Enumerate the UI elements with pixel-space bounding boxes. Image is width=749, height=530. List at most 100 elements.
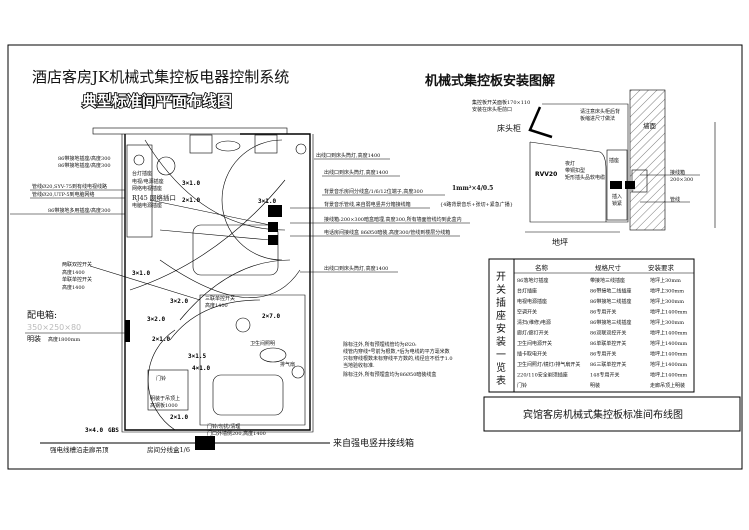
svg-text:两联双控开关: 两联双控开关 xyxy=(62,261,92,268)
svg-text:除标注外,所有预埋盒均为86Ø50暗装线盒: 除标注外,所有预埋盒均为86Ø50暗装线盒 xyxy=(343,371,436,378)
svg-text:安装要求: 安装要求 xyxy=(648,263,675,272)
svg-text:高钢板1000: 高钢板1000 xyxy=(150,402,178,409)
table-row: 门铃明装走廊吊顶上明装 xyxy=(517,382,685,389)
svg-text:3×1.0: 3×1.0 xyxy=(258,198,276,205)
table-cell: 地坪上1400mm xyxy=(650,340,687,347)
install-table: 开关插座安装一览表 名称 规格尺寸 安装要求 86落地灯插座带接地三线插座地坪上… xyxy=(488,258,695,393)
svg-text:高度1400: 高度1400 xyxy=(62,284,85,291)
svg-text:86带接地多用插座/高度300: 86带接地多用插座/高度300 xyxy=(48,207,111,214)
svg-text:高度1400: 高度1400 xyxy=(62,269,85,276)
table-row: 卫生间照灯/镜灯/排气扇开关 86三联单控开关 地坪上1400mm xyxy=(517,361,687,368)
bed xyxy=(192,224,279,276)
svg-text:高度1800mm: 高度1800mm xyxy=(48,336,80,343)
table-cell: 86双联双控开关 xyxy=(590,330,626,337)
svg-text:门口外墙侧200,高度1400: 门口外墙侧200,高度1400 xyxy=(207,430,266,437)
svg-text:当地验收标准.: 当地验收标准. xyxy=(343,362,375,369)
exhaust-fan-icon xyxy=(291,365,305,379)
bathroom xyxy=(199,294,306,426)
table-side-title-char: 开 xyxy=(496,272,506,283)
svg-text:2×1.0: 2×1.0 xyxy=(152,336,170,343)
distribution-box-info: 配电箱: 350×250×80 明装 高度1800mm xyxy=(25,309,130,343)
svg-text:安装在床头柜前口: 安装在床头柜前口 xyxy=(472,106,512,113)
table-side-title-char: 一 xyxy=(496,350,506,361)
svg-text:86带接地插座/高度300: 86带接地插座/高度300 xyxy=(58,162,111,169)
table xyxy=(215,140,241,152)
svg-text:带铜扣型: 带铜扣型 xyxy=(565,167,585,174)
svg-text:三联单控开关: 三联单控开关 xyxy=(205,295,235,302)
svg-text:地坪: 地坪 xyxy=(552,237,568,247)
svg-text:3×2.0: 3×2.0 xyxy=(170,298,188,305)
install-title: 机械式集控板安装图解 xyxy=(425,73,555,89)
title-box-text: 宾馆客房机械式集控板标准间布线图 xyxy=(523,408,683,421)
svg-text:床头柜: 床头柜 xyxy=(497,123,521,133)
svg-text:锁紧: 锁紧 xyxy=(612,200,622,207)
notes: 除标注外,所有预埋线管均为Ø20: 线管内穿线*号前为根数,*后为电线的平方毫米… xyxy=(343,341,453,378)
table-cell: 门铃 xyxy=(517,382,527,389)
table-side-title-char: 座 xyxy=(496,309,506,322)
table-side-title-char: 览 xyxy=(496,361,506,374)
table-cell: 86带接地二线插座 xyxy=(590,298,631,305)
table-cell: 86三联单控开关 xyxy=(590,361,626,368)
svg-text:排气扇: 排气扇 xyxy=(280,361,295,368)
svg-text:电脑电源插座: 电脑电源插座 xyxy=(132,202,162,209)
floor-plan xyxy=(92,127,314,450)
bathtub xyxy=(212,374,284,416)
svg-text:配电箱:: 配电箱: xyxy=(27,309,57,321)
sofa xyxy=(254,134,278,154)
table-side-title-char: 插 xyxy=(496,296,506,309)
svg-text:出线口到床头筒灯,高度1400: 出线口到床头筒灯,高度1400 xyxy=(324,265,388,272)
table-cell: 地坪上300mm xyxy=(650,319,684,326)
svg-text:出线口到床头筒灯,高度1400: 出线口到床头筒灯,高度1400 xyxy=(324,169,388,176)
lamp-icon xyxy=(295,143,307,155)
table-cell: 220/110安全剃须插座 xyxy=(517,372,568,379)
title-box xyxy=(483,396,741,432)
toilet xyxy=(259,347,287,363)
table-cell: 廊灯/廊灯开关 xyxy=(517,330,549,337)
table-cell: 明装 xyxy=(590,382,600,389)
svg-text:出线口到床头筒灯,高度1400: 出线口到床头筒灯,高度1400 xyxy=(316,152,380,159)
svg-text:管线Ø20,SYV-75到有线电视线路: 管线Ø20,SYV-75到有线电视线路 xyxy=(32,183,107,190)
circuit-tags: 3×1.0 2×1.0 3×1.0 3×1.0 3×2.0 3×2.0 2×1.… xyxy=(85,180,280,434)
table-cell: 地坪上1400mm xyxy=(650,351,687,358)
svg-text:矩形插头品软电缆: 矩形插头品软电缆 xyxy=(565,174,605,181)
svg-text:背景音乐管线,来自弱电竖井分箱接线箱: 背景音乐管线,来自弱电竖井分箱接线箱 xyxy=(324,201,411,208)
table-side-title-char: 装 xyxy=(496,335,506,348)
svg-text:集控板开关面板170×110: 集控板开关面板170×110 xyxy=(472,99,530,106)
install-diagram: 集控板开关面板170×110 安装在床头柜前口 床头柜 请注意床头柜后背 板缩进… xyxy=(472,89,716,247)
svg-text:插入: 插入 xyxy=(612,193,622,200)
svg-text:3×4.0: 3×4.0 xyxy=(85,427,103,434)
table-cell: 86专用开关 xyxy=(590,309,616,316)
table-cell: 地坪上1400mm xyxy=(650,361,687,368)
svg-text:管线: 管线 xyxy=(670,196,680,203)
room-box-label: 房间分线盒1/6 xyxy=(147,445,190,454)
from-shaft-label: 来自强电竖井接线箱 xyxy=(333,437,414,449)
table-cell: 地坪上1400mm xyxy=(650,372,687,379)
svg-text:插座: 插座 xyxy=(609,157,619,164)
svg-text:3×1.0: 3×1.0 xyxy=(132,270,150,277)
drawing-frame xyxy=(7,44,743,470)
svg-text:RVV20: RVV20 xyxy=(535,171,557,178)
table-cell: 卫生间照灯/镜灯/排气扇开关 xyxy=(517,361,580,368)
svg-text:GBS: GBS xyxy=(108,427,119,434)
table-row: 86落地灯插座带接地三线插座地坪上30mm xyxy=(517,277,681,284)
plan-labels-left: 86带接地插座/高度300 86带接地插座/高度300 管线Ø20,SYV-75… xyxy=(10,155,201,301)
svg-text:单联单控开关: 单联单控开关 xyxy=(62,276,92,283)
strong-current-label: 强电线槽沿走廊吊顶 xyxy=(50,445,109,454)
table-cell: 86带接地三线插座 xyxy=(590,319,631,326)
closet xyxy=(147,369,189,411)
svg-text:电话房间接线盒 86Ø50暗装,高度300/管线到楼层分线箱: 电话房间接线盒 86Ø50暗装,高度300/管线到楼层分线箱 xyxy=(324,229,450,236)
table-cell: 86落地灯插座 xyxy=(517,277,548,284)
table-cell: 电视电源插座 xyxy=(517,298,547,305)
lamp-icon xyxy=(133,154,145,166)
svg-text:卫生间照明: 卫生间照明 xyxy=(250,340,275,347)
table-side-title-char: 表 xyxy=(496,374,506,387)
svg-text:200×300: 200×300 xyxy=(670,177,693,183)
svg-text:背景音乐房间分线盒/1/6/12位端子,高度300: 背景音乐房间分线盒/1/6/12位端子,高度300 xyxy=(324,188,423,195)
